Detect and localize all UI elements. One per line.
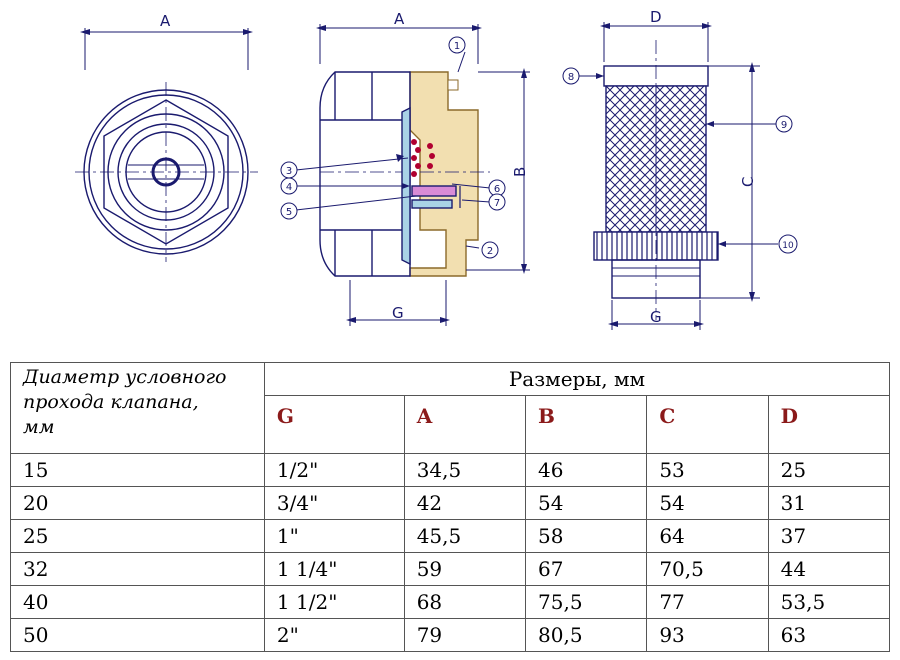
table-param-row: G A B C D [11,395,891,454]
column-header-b: B [525,395,648,454]
cell-diameter: 15 [10,453,265,487]
diameter-header-line-2: прохода клапана, [23,391,199,413]
callout-8: 8 [568,72,574,83]
cell-diameter: 25 [10,519,265,553]
cell-g: 1 1/4" [263,552,405,586]
cell-c: 70,5 [646,552,769,586]
cell-b: 75,5 [525,585,648,619]
cell-d: 63 [767,618,891,652]
cell-c: 53 [646,453,769,487]
cell-d: 44 [767,552,891,586]
section-view [295,24,530,326]
cell-b: 46 [525,453,648,487]
diameter-header-line-3: мм [23,416,55,438]
front-view-dim-a-label: A [160,12,171,30]
cell-g: 2" [263,618,405,652]
cell-c: 54 [646,486,769,520]
cell-a: 59 [403,552,527,586]
gasket [411,185,457,197]
cell-a: 68 [403,585,527,619]
table-header-row: Диаметр условного прохода клапана, мм Ра… [10,362,891,454]
filter-view [578,22,778,330]
cell-diameter: 32 [10,552,265,586]
callout-6: 6 [494,184,500,195]
section-dim-a-label: A [394,10,405,28]
cell-d: 25 [767,453,891,487]
cell-c: 64 [646,519,769,553]
diameter-header-line-1: Диаметр условного [23,366,227,388]
diameter-header: Диаметр условного прохода клапана, мм [10,362,265,454]
spring [411,139,435,177]
cell-a: 45,5 [403,519,527,553]
cell-c: 77 [646,585,769,619]
callout-4: 4 [286,182,292,193]
cell-a: 79 [403,618,527,652]
section-dim-g-label: G [392,304,404,322]
callout-1: 1 [454,41,460,52]
column-header-a: A [403,395,527,454]
column-header-c: C [646,395,769,454]
section-dim-b-label: B [511,167,529,177]
cell-b: 58 [525,519,648,553]
cell-c: 93 [646,618,769,652]
callout-3: 3 [286,166,292,177]
cell-g: 1 1/2" [263,585,405,619]
valve-body-section [409,71,479,277]
callouts [280,36,798,259]
sizes-group-header: Размеры, мм [263,362,891,396]
cell-b: 80,5 [525,618,648,652]
column-header-g: G [263,395,405,454]
cell-g: 1" [263,519,405,553]
callout-7: 7 [494,198,500,209]
technical-drawing: A [75,8,798,330]
cell-g: 3/4" [263,486,405,520]
front-view [75,28,258,262]
filter-dim-d-label: D [650,8,662,26]
filter-dim-g-label: G [650,308,662,326]
callout-5: 5 [286,207,292,218]
cell-b: 67 [525,552,648,586]
callout-10: 10 [782,241,794,251]
filter-dim-c-label: C [739,177,757,187]
cell-d: 31 [767,486,891,520]
cell-d: 53,5 [767,585,891,619]
cell-diameter: 40 [10,585,265,619]
cell-b: 54 [525,486,648,520]
callout-9: 9 [781,120,787,131]
cell-a: 42 [403,486,527,520]
callout-2: 2 [487,246,493,257]
cell-a: 34,5 [403,453,527,487]
dimensions-table: Диаметр условного прохода клапана, мм Ра… [10,362,891,652]
column-header-d: D [767,395,891,454]
cell-diameter: 50 [10,618,265,652]
cell-g: 1/2" [263,453,405,487]
cell-diameter: 20 [10,486,265,520]
cell-d: 37 [767,519,891,553]
